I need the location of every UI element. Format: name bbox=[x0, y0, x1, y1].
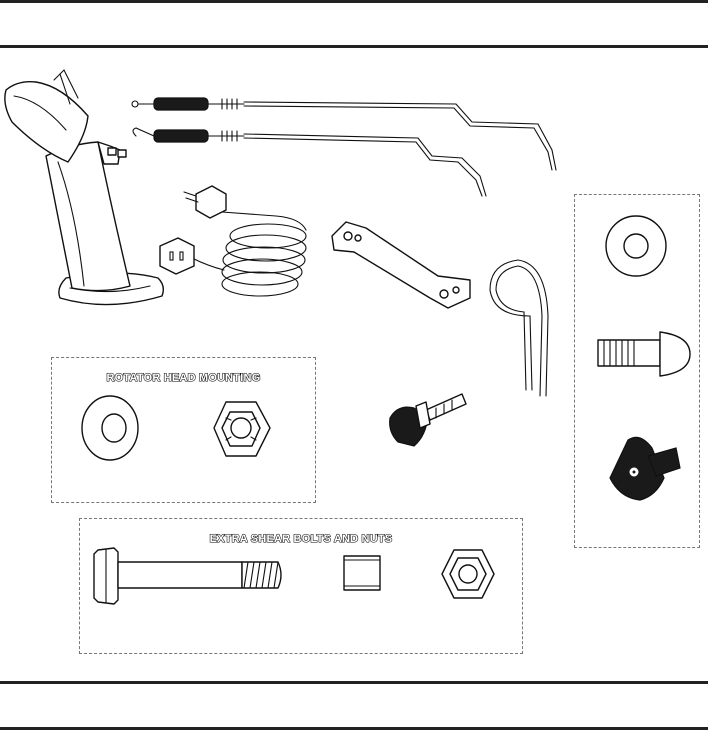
shear-bolt-spacer bbox=[343, 555, 381, 591]
carriage-bolt bbox=[597, 331, 691, 377]
top-rule-upper bbox=[0, 0, 708, 3]
chute-control-cable-lower bbox=[132, 127, 487, 197]
rotator-head-mounting-box: ROTATOR HEAD MOUNTING bbox=[51, 357, 316, 503]
shear-bolt bbox=[93, 547, 282, 605]
flat-washer-large bbox=[605, 215, 667, 277]
electric-starter-cord bbox=[159, 185, 307, 297]
hairpin-clip bbox=[489, 259, 549, 397]
shear-bolt-lock-nut bbox=[441, 549, 495, 599]
rotator-lock-nut bbox=[213, 401, 271, 457]
extra-shear-bolts-box: EXTRA SHEAR BOLTS AND NUTS bbox=[79, 518, 523, 654]
bracket-plate bbox=[331, 221, 471, 309]
rotator-head-mounting-label: ROTATOR HEAD MOUNTING bbox=[106, 371, 261, 384]
bottom-rule-upper bbox=[0, 681, 708, 684]
bottom-rule-lower bbox=[0, 727, 708, 730]
hardware-column-box bbox=[574, 194, 700, 548]
extra-shear-bolts-label: EXTRA SHEAR BOLTS AND NUTS bbox=[209, 532, 393, 545]
chute-assembly bbox=[4, 69, 165, 306]
shift-knob bbox=[389, 393, 467, 447]
wing-knob bbox=[609, 436, 681, 501]
rotator-flat-washer bbox=[81, 395, 139, 461]
chute-control-cable-upper bbox=[131, 97, 557, 171]
top-rule-lower bbox=[0, 45, 708, 48]
